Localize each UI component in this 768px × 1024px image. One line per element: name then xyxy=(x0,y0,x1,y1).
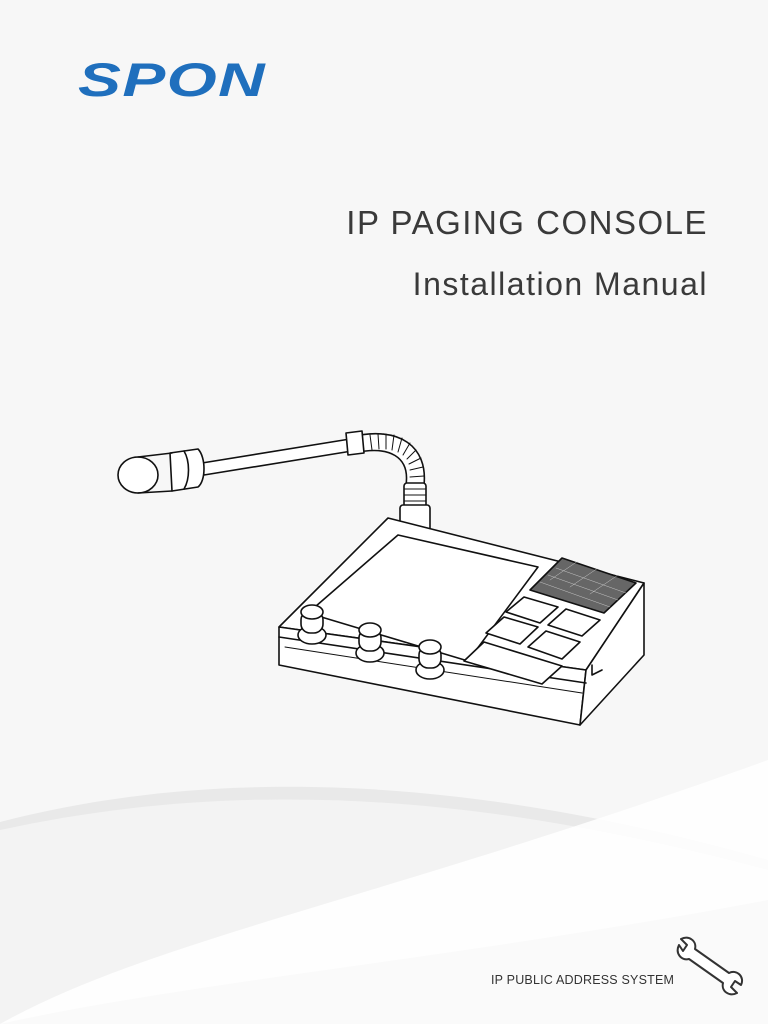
paging-console-illustration xyxy=(117,430,645,726)
key-2 xyxy=(547,608,601,637)
gooseneck-collar xyxy=(345,430,365,456)
knob-1 xyxy=(297,604,327,645)
key-3 xyxy=(485,616,539,645)
footer-system-label: IP PUBLIC ADDRESS SYSTEM xyxy=(491,973,675,987)
knob-2 xyxy=(355,622,385,663)
wrench-icon xyxy=(676,936,743,996)
knob-3 xyxy=(415,639,445,680)
cover-title: IP PAGING CONSOLE xyxy=(346,204,708,241)
logo-text: SPON xyxy=(78,58,266,100)
key-4 xyxy=(527,630,581,660)
spon-logo: SPON xyxy=(78,58,266,100)
speaker-grille xyxy=(529,557,637,614)
key-1 xyxy=(505,596,559,624)
gooseneck-tube xyxy=(201,438,353,476)
key-5 xyxy=(463,641,563,685)
console-right xyxy=(579,582,645,726)
mic-head xyxy=(117,456,159,494)
mic-foam-collar xyxy=(169,448,205,492)
cover-subtitle: Installation Manual xyxy=(412,266,708,302)
